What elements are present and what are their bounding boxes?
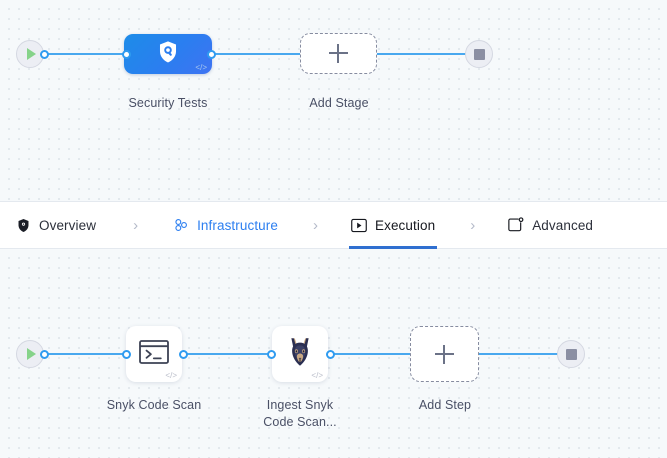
connector-dot-ingest-out[interactable]	[325, 349, 335, 359]
add-stage-button[interactable]	[300, 33, 377, 74]
pipeline-end-node[interactable]	[465, 40, 493, 68]
pipeline-start-node[interactable]	[16, 40, 44, 68]
plus-icon	[435, 344, 454, 364]
wire-ingest-to-add-step	[330, 353, 410, 355]
tab-infrastructure[interactable]: Infrastructure	[171, 202, 280, 249]
step-node-ingest-snyk-code-scan[interactable]: </>	[272, 326, 328, 382]
play-icon	[27, 48, 36, 60]
wire-security-tests-to-add-stage	[212, 53, 302, 55]
add-stage-caption: Add Stage	[309, 96, 369, 110]
step-caption-ingest-snyk-code-scan: Ingest Snyk Code Scan...	[230, 397, 370, 431]
tab-overview[interactable]: Overview	[13, 202, 98, 249]
tab-execution[interactable]: Execution	[349, 202, 438, 249]
step-caption-line-1: Ingest Snyk	[266, 398, 334, 412]
step-caption-line-2: Code Scan...	[263, 415, 337, 429]
tab-active-underline	[349, 245, 438, 249]
tab-advanced-label: Advanced	[532, 217, 594, 233]
connector-dot-security-tests-in[interactable]	[121, 49, 131, 59]
wire-add-stage-to-end	[375, 53, 473, 55]
tab-separator-3: ›	[470, 216, 476, 234]
step-pipeline-canvas[interactable]: </> Snyk Code Scan </>	[0, 249, 667, 458]
advanced-gear-box-icon	[508, 217, 524, 233]
step-node-snyk-code-scan[interactable]: </>	[126, 326, 182, 382]
infrastructure-nodes-icon	[173, 217, 189, 233]
stage-node-security-tests[interactable]: </>	[124, 34, 212, 74]
plus-icon	[329, 44, 348, 63]
play-icon	[27, 348, 36, 360]
code-badge: </>	[311, 371, 323, 380]
connector-dot-security-tests-out[interactable]	[206, 49, 216, 59]
connector-dot-start-out[interactable]	[39, 49, 49, 59]
connector-dot-ingest-in[interactable]	[266, 349, 276, 359]
stage-caption-security-tests: Security Tests	[128, 96, 208, 110]
tab-overview-label: Overview	[39, 217, 97, 233]
code-badge: </>	[195, 63, 207, 72]
step-pipeline-end-node[interactable]	[557, 340, 585, 368]
stop-icon	[565, 348, 577, 360]
stage-pipeline-canvas[interactable]: </> Security Tests Add Stage	[0, 0, 667, 201]
wire-add-step-to-end	[479, 353, 565, 355]
shield-search-icon	[155, 39, 181, 70]
terminal-icon	[138, 338, 170, 371]
connector-dot-snyk-code-scan-out[interactable]	[178, 349, 188, 359]
tab-advanced[interactable]: Advanced	[506, 202, 595, 249]
connector-dot-step-start-out[interactable]	[39, 349, 49, 359]
tab-infrastructure-label: Infrastructure	[197, 217, 278, 233]
snyk-doberman-icon	[285, 336, 315, 373]
tab-execution-label: Execution	[375, 217, 436, 233]
stop-icon	[473, 48, 485, 60]
wire-start-to-security-tests	[33, 53, 126, 55]
add-step-caption: Add Step	[418, 398, 472, 412]
step-caption-snyk-code-scan: Snyk Code Scan	[106, 398, 202, 412]
tab-separator-2: ›	[313, 216, 318, 234]
add-step-button[interactable]	[410, 326, 479, 382]
tab-separator-1: ›	[133, 216, 139, 234]
connector-dot-snyk-code-scan-in[interactable]	[121, 349, 131, 359]
wire-snyk-code-scan-to-ingest	[184, 353, 271, 355]
pipeline-tab-bar[interactable]: Overview › Infrastructure › Execution ›	[0, 201, 667, 249]
execution-play-box-icon	[351, 217, 367, 233]
wire-start-to-snyk-code-scan	[33, 353, 126, 355]
shield-icon	[15, 217, 31, 233]
code-badge: </>	[165, 371, 177, 380]
